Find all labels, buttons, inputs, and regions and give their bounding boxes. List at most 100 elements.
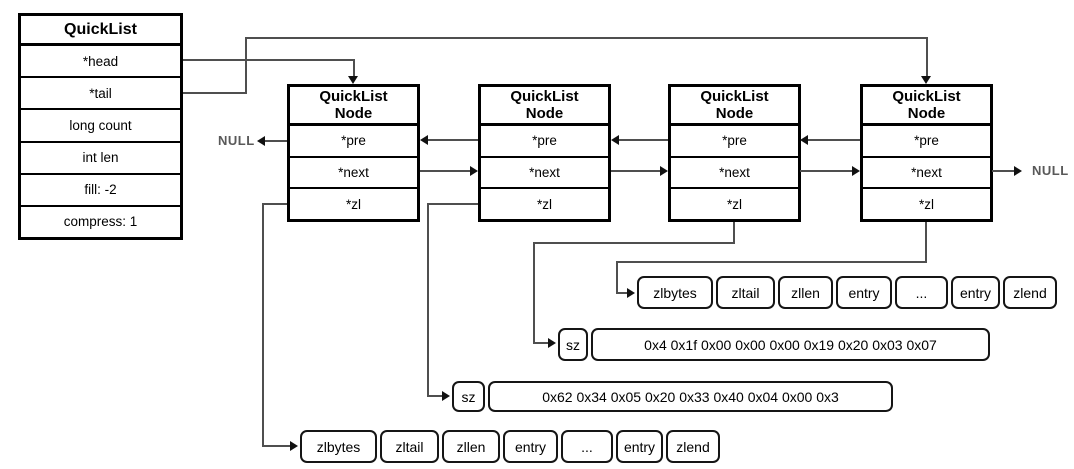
quicklist-field-len: int len — [21, 143, 180, 175]
connector-zl4-v2 — [616, 261, 618, 294]
arrowhead-head-down-icon — [348, 76, 358, 84]
connector-zl3-v2 — [533, 242, 535, 344]
node-2-field-pre: *pre — [481, 126, 608, 158]
ziplist-cell-entry: entry — [836, 276, 892, 309]
node-1-title-line1: QuickList — [319, 88, 388, 105]
connector-pre1-null — [265, 140, 287, 142]
node-1-field-pre: *pre — [290, 126, 417, 158]
arrowhead-zl3-icon — [548, 338, 556, 348]
node-3-field-next: *next — [671, 158, 798, 190]
connector-zl2-h2 — [427, 395, 442, 397]
connector-zl3-v1 — [733, 222, 735, 244]
ziplist-cell-entry: entry — [616, 430, 663, 463]
node-3-title-line2: Node — [715, 105, 754, 122]
node-3-title: QuickList Node — [671, 87, 798, 126]
ziplist-cell-zlend: zlend — [666, 430, 720, 463]
quicklistnode-3-box: QuickList Node *pre *next *zl — [668, 84, 801, 222]
node-2-title-line2: Node — [525, 105, 564, 122]
quicklistnode-2-box: QuickList Node *pre *next *zl — [478, 84, 611, 222]
arrowhead-pre1-null-icon — [257, 136, 265, 146]
ziplist-cell-zltail: zltail — [380, 430, 439, 463]
arrowhead-next3-icon — [852, 166, 860, 176]
sz-value: 0x62 0x34 0x05 0x20 0x33 0x40 0x04 0x00 … — [488, 381, 893, 412]
arrowhead-next2-icon — [660, 166, 668, 176]
quicklist-field-count: long count — [21, 110, 180, 143]
connector-zl1-h1 — [262, 203, 287, 205]
arrowhead-tail-down-icon — [921, 76, 931, 84]
quicklistnode-1-box: QuickList Node *pre *next *zl — [287, 84, 420, 222]
arrowhead-pre3-icon — [611, 135, 619, 145]
node-3-field-zl: *zl — [726, 196, 742, 212]
sz-label: sz — [452, 381, 485, 412]
arrowhead-zl2-icon — [442, 391, 450, 401]
node-2-title: QuickList Node — [481, 87, 608, 126]
connector-pre3 — [619, 139, 668, 141]
ziplist-cell-entry: entry — [951, 276, 1000, 309]
ziplist-cell-zlend: zlend — [1003, 276, 1057, 309]
quicklist-field-tail: *tail — [21, 78, 180, 111]
ziplist-cell-zltail: zltail — [716, 276, 775, 309]
connector-next4-null — [992, 170, 1014, 172]
node-1-field-zl: *zl — [345, 196, 361, 212]
sz-value: 0x4 0x1f 0x00 0x00 0x00 0x19 0x20 0x03 0… — [591, 328, 990, 361]
connector-zl4-v1 — [925, 222, 927, 263]
node-4-field-next: *next — [863, 158, 990, 190]
connector-pre4 — [808, 139, 860, 141]
node-2-title-line1: QuickList — [510, 88, 579, 105]
ziplist-cell-zllen: zllen — [778, 276, 833, 309]
connector-tail-v1 — [245, 37, 247, 94]
node-3-title-line1: QuickList — [700, 88, 769, 105]
null-label-left: NULL — [218, 133, 255, 148]
connector-pre2 — [428, 139, 478, 141]
connector-tail-h1 — [183, 92, 247, 94]
node-4-title: QuickList Node — [863, 87, 990, 126]
connector-head-h — [183, 59, 355, 61]
connector-zl3-h1 — [533, 242, 735, 244]
ziplist-bottom-row: zlbytes zltail zllen entry ... entry zle… — [300, 430, 720, 463]
arrowhead-zl4-icon — [627, 288, 635, 298]
connector-tail-h2 — [245, 37, 928, 39]
connector-next3 — [800, 170, 852, 172]
arrowhead-next4-null-icon — [1014, 166, 1022, 176]
connector-tail-v2 — [926, 37, 928, 76]
node-2-field-zl: *zl — [536, 196, 552, 212]
ziplist-cell-zlbytes: zlbytes — [300, 430, 377, 463]
arrowhead-zl1-icon — [290, 441, 298, 451]
node-4-title-line1: QuickList — [892, 88, 961, 105]
connector-zl4-h1 — [616, 261, 927, 263]
node-1-title: QuickList Node — [290, 87, 417, 126]
node-1-title-line2: Node — [334, 105, 373, 122]
connector-zl3-h2 — [533, 342, 548, 344]
sz-row-2: sz 0x62 0x34 0x05 0x20 0x33 0x40 0x04 0x… — [452, 381, 893, 412]
arrowhead-pre4-icon — [800, 135, 808, 145]
connector-zl4-h2 — [616, 292, 627, 294]
connector-zl2-h1 — [427, 203, 478, 205]
connector-zl1-h2 — [262, 445, 290, 447]
ziplist-cell-zllen: zllen — [442, 430, 500, 463]
sz-label: sz — [558, 328, 588, 361]
node-3-field-pre: *pre — [671, 126, 798, 158]
node-4-field-pre: *pre — [863, 126, 990, 158]
connector-head-v — [353, 59, 355, 78]
connector-zl2-v — [427, 203, 429, 397]
connector-next1 — [420, 170, 470, 172]
node-1-field-next: *next — [290, 158, 417, 190]
quicklistnode-4-box: QuickList Node *pre *next *zl — [860, 84, 993, 222]
connector-next2 — [611, 170, 660, 172]
connector-zl1-v — [262, 203, 264, 447]
ziplist-top-row: zlbytes zltail zllen entry ... entry zle… — [637, 276, 1057, 309]
quicklist-field-compress: compress: 1 — [63, 214, 138, 230]
ziplist-cell-zlbytes: zlbytes — [637, 276, 713, 309]
node-4-field-zl: *zl — [918, 196, 934, 212]
node-2-field-next: *next — [481, 158, 608, 190]
ziplist-cell-entry: entry — [503, 430, 558, 463]
arrowhead-pre2-icon — [420, 135, 428, 145]
node-4-title-line2: Node — [907, 105, 946, 122]
quicklist-box: QuickList *head *tail long count int len… — [18, 13, 183, 240]
quicklist-title: QuickList — [21, 16, 180, 46]
sz-row-1: sz 0x4 0x1f 0x00 0x00 0x00 0x19 0x20 0x0… — [558, 328, 990, 361]
ziplist-cell-ellipsis: ... — [895, 276, 948, 309]
quicklist-field-fill: fill: -2 — [21, 175, 180, 207]
null-label-right: NULL — [1032, 163, 1069, 178]
